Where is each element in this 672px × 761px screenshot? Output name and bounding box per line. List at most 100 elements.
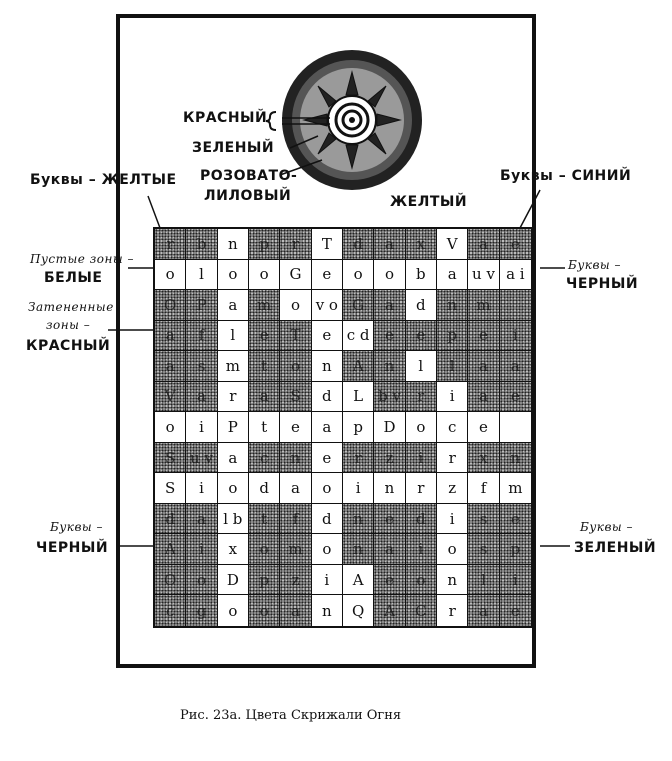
grid-cell-letter: m — [288, 540, 303, 559]
grid-cell-letter: c — [165, 601, 175, 620]
grid-cell-letter: i — [449, 509, 455, 528]
grid-cell-letter: i — [324, 570, 330, 589]
grid-cell: a — [374, 534, 406, 565]
grid-cell: T — [280, 320, 312, 352]
grid-cell-letter: A — [384, 601, 395, 620]
grid-cell: n — [374, 351, 406, 382]
grid-cell-letter: m — [476, 295, 491, 314]
grid-cell: c d — [343, 320, 375, 352]
grid-cell-letter: a — [165, 356, 175, 375]
grid-cell: e — [374, 320, 406, 352]
grid-cell: e — [499, 381, 531, 413]
grid-cell: p — [249, 229, 281, 260]
grid-cell-letter: o — [165, 265, 175, 284]
grid-cell-letter: u v — [190, 448, 213, 467]
grid-cell-letter: l b — [223, 509, 243, 528]
grid-cell: m — [280, 534, 312, 565]
grid-cell-letter: n — [447, 295, 457, 314]
grid-cell: o — [311, 473, 343, 504]
grid-cell-letter: e — [479, 326, 488, 345]
grid-cell-letter: d — [416, 295, 426, 314]
grid-cell-letter: e — [479, 417, 488, 436]
label-letters-yellow: Буквы – ЖЕЛТЫЕ — [30, 172, 177, 188]
grid-cell-letter: r — [166, 234, 174, 253]
grid-cell — [499, 290, 531, 321]
label-right-green-2: ЗЕЛЕНЫЙ — [574, 540, 657, 556]
grid-cell: o — [155, 412, 187, 443]
grid-cell: i — [186, 473, 218, 504]
grid-cell: i — [186, 534, 218, 565]
grid-cell-letter: D — [383, 417, 396, 436]
grid-cell: e — [280, 412, 312, 443]
grid-cell-letter: a — [165, 326, 175, 345]
grid-cell-letter: T — [321, 234, 332, 253]
grid-cell: o — [217, 473, 249, 504]
grid-cell: a — [249, 381, 281, 413]
grid-cell: a — [155, 351, 187, 382]
grid-cell-letter: m — [257, 295, 272, 314]
grid-cell-letter: a — [228, 448, 238, 467]
grid-cell: p — [437, 320, 469, 352]
grid-cell-letter: t — [261, 509, 268, 528]
grid-cell-letter: a — [479, 356, 488, 375]
grid-cell: c — [249, 442, 281, 474]
grid-cell-letter: i — [512, 570, 518, 589]
grid-cell-letter: t — [261, 417, 268, 436]
grid-cell-letter: i — [449, 387, 455, 406]
grid-cell: i — [343, 473, 375, 504]
outer-frame-bottom — [116, 664, 536, 668]
grid-cell: n — [343, 534, 375, 565]
grid-cell-letter: S — [290, 387, 301, 406]
grid-cell: A — [343, 351, 375, 382]
grid-cell-letter: e — [291, 417, 300, 436]
grid-cell-letter: v o — [315, 295, 338, 314]
grid-cell-letter: i — [199, 479, 204, 498]
grid-cell: i — [186, 412, 218, 443]
grid-cell-letter: i — [418, 448, 424, 467]
grid-cell: r — [343, 442, 375, 474]
grid-cell: e — [499, 595, 531, 626]
grid-cell-letter: a — [291, 479, 300, 498]
grid-cell-letter: z — [291, 570, 300, 589]
grid-cell-letter: S — [165, 448, 176, 467]
grid-cell: e — [468, 320, 500, 352]
grid-cell: n — [311, 351, 343, 382]
grid-cell-letter: e — [259, 326, 269, 345]
grid-cell: a — [468, 351, 500, 382]
label-empty-zones-2: БЕЛЫЕ — [44, 270, 103, 286]
grid-cell-letter: p — [447, 326, 457, 345]
grid-cell-letter: l — [481, 570, 486, 589]
grid-cell-letter: x — [479, 448, 488, 467]
grid-cell-letter: c d — [346, 326, 370, 345]
grid-cell-letter: a — [322, 417, 332, 436]
label-right-black-2: ЧЕРНЫЙ — [566, 276, 639, 292]
grid-cell: o — [249, 595, 281, 626]
grid-cell-letter: r — [448, 448, 456, 467]
grid-cell-letter: i — [199, 417, 204, 436]
grid-cell: b — [186, 229, 218, 260]
label-yellow: ЖЕЛТЫЙ — [390, 194, 468, 210]
grid-cell-letter: a i — [506, 265, 525, 284]
grid-cell: r — [437, 595, 469, 626]
grid-cell: l — [437, 351, 469, 382]
grid-cell: a — [437, 259, 469, 291]
grid-cell-letter: n — [321, 356, 332, 375]
grid-cell: G — [343, 290, 375, 321]
grid-cell: p — [343, 412, 375, 443]
grid-cell-letter: o — [259, 265, 269, 284]
grid-cell: a — [311, 412, 343, 443]
grid-cell: i — [405, 534, 437, 565]
grid-cell-letter: i — [199, 540, 204, 559]
grid-cell-letter: o — [353, 265, 363, 284]
grid-cell-letter: G — [352, 295, 365, 314]
grid-cell: i — [405, 442, 437, 474]
grid-cell-letter: a — [510, 356, 520, 375]
grid-cell-letter: o — [228, 265, 238, 284]
grid-cell: o — [155, 259, 187, 291]
grid-cell-letter: n — [384, 479, 395, 498]
grid-cell: i — [437, 503, 469, 535]
grid-cell-letter: d — [416, 509, 426, 528]
label-shaded-zones-1: Затененные — [28, 300, 114, 314]
grid-cell: e — [374, 503, 406, 535]
grid-cell: g — [186, 595, 218, 626]
